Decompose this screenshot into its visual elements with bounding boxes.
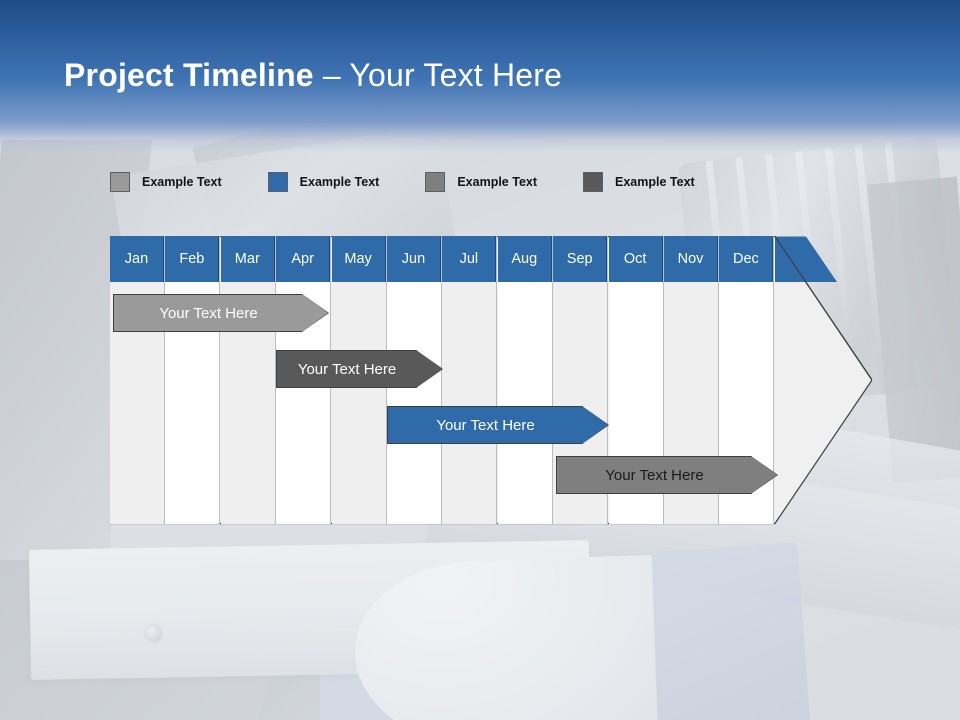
task-bar-4[interactable]: Your Text Here [556, 455, 778, 496]
task-bar-2[interactable]: Your Text Here [276, 349, 443, 390]
month-column-jul: Jul [442, 236, 498, 524]
legend: Example Text Example Text Example Text E… [110, 170, 721, 194]
task-bar-body: Your Text Here [387, 406, 583, 444]
legend-item-1[interactable]: Example Text [110, 172, 222, 192]
month-header-jan[interactable]: Jan [110, 236, 164, 282]
legend-label-4: Example Text [615, 175, 695, 189]
task-bar-head [581, 406, 608, 444]
month-column-jan: Jan [110, 236, 165, 524]
legend-label-2: Example Text [299, 175, 380, 189]
task-bar-label: Your Text Here [436, 416, 535, 434]
title-banner [0, 0, 960, 152]
legend-swatch-1 [110, 172, 130, 192]
legend-swatch-4 [583, 172, 604, 192]
task-bar-label: Your Text Here [297, 360, 397, 378]
task-bar-head [750, 456, 777, 494]
month-column-mar: Mar [220, 236, 276, 524]
page-title-bold: Project Timeline [64, 57, 314, 93]
month-header-apr[interactable]: Apr [276, 236, 331, 282]
legend-label-1: Example Text [142, 175, 222, 189]
month-header-feb[interactable]: Feb [165, 236, 220, 282]
legend-item-4[interactable]: Example Text [583, 172, 695, 192]
month-header-nov[interactable]: Nov [664, 236, 718, 282]
task-bar-label: Your Text Here [159, 304, 258, 322]
task-bar-head [415, 350, 442, 388]
task-bar-1[interactable]: Your Text Here [113, 293, 330, 334]
month-column-feb: Feb [165, 236, 221, 524]
month-header-aug[interactable]: Aug [497, 236, 552, 282]
task-bar-body: Your Text Here [556, 456, 752, 494]
month-header-jun[interactable]: Jun [387, 236, 441, 282]
task-bar-3[interactable]: Your Text Here [387, 405, 609, 446]
month-header-sep[interactable]: Sep [553, 236, 608, 282]
legend-label-3: Example Text [457, 175, 538, 189]
month-header-dec[interactable]: Dec [719, 236, 774, 282]
month-header-oct[interactable]: Oct [608, 236, 663, 282]
month-header-may[interactable]: May [331, 236, 386, 282]
legend-item-3[interactable]: Example Text [425, 172, 537, 192]
task-bar-body: Your Text Here [113, 294, 304, 332]
month-column-aug: Aug [497, 236, 553, 524]
task-bar-label: Your Text Here [605, 466, 704, 484]
page-title: Project Timeline – Your Text Here [64, 57, 562, 94]
task-bar-head [302, 294, 329, 332]
legend-item-2[interactable]: Example Text [267, 172, 380, 192]
legend-swatch-3 [425, 172, 446, 192]
page-title-separator: – [313, 57, 350, 93]
month-header-jul[interactable]: Jul [442, 236, 497, 282]
task-bar-body: Your Text Here [276, 350, 417, 388]
page-title-light: Your Text Here [349, 57, 563, 93]
legend-swatch-2 [267, 172, 288, 192]
month-header-mar[interactable]: Mar [220, 236, 275, 282]
